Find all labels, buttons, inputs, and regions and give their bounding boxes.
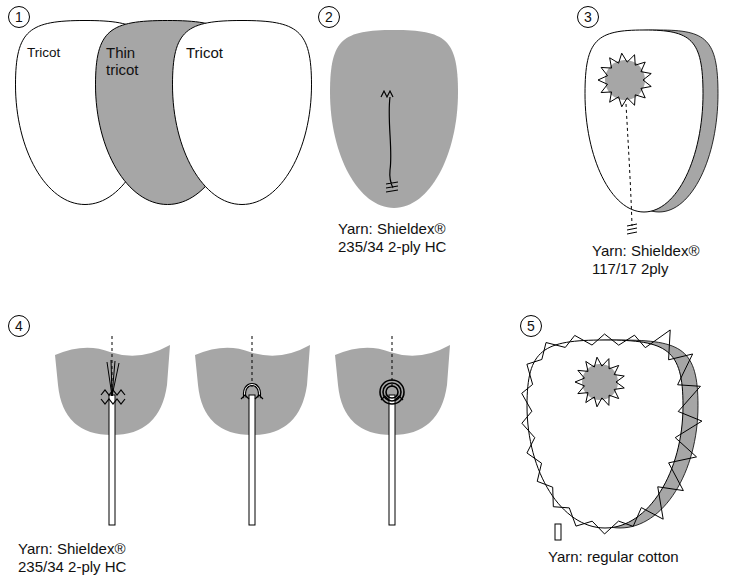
zigzag-stitch — [598, 53, 651, 107]
yarn-note: Yarn: Shieldex® 235/34 2-ply HC — [18, 540, 168, 576]
step-number: 3 — [577, 6, 599, 28]
thread-knot — [381, 396, 403, 400]
step-number: 5 — [520, 315, 542, 337]
step-number: 4 — [8, 315, 30, 337]
tricot-layer — [585, 30, 703, 212]
fabric-shape — [173, 21, 312, 205]
wire-lead — [389, 395, 395, 525]
layer-name: Tricot — [186, 44, 256, 61]
wire-lead — [109, 395, 115, 525]
thread-knot — [241, 395, 263, 399]
yarn-note: Yarn: Shieldex® 117/17 2ply — [592, 242, 727, 278]
yarn-note: Yarn: regular cotton — [548, 548, 728, 566]
thread-winding — [383, 383, 401, 401]
yarn-note: Yarn: Shieldex® 235/34 2-ply HC — [338, 220, 488, 256]
wire-lead — [249, 395, 255, 525]
thread-winding — [380, 380, 404, 404]
conductive-thread — [381, 91, 398, 192]
hidden-thread — [252, 336, 253, 388]
wire-lead — [555, 524, 561, 540]
whip-stitch — [522, 330, 702, 534]
layer-name: Tricot — [27, 44, 97, 61]
thread-knot — [627, 224, 637, 234]
thread-knot — [101, 390, 125, 404]
thread-winding — [386, 386, 398, 398]
fabric-layer: Tricot — [172, 20, 312, 205]
thin-tricot-layer — [330, 30, 458, 208]
zigzag-stitch — [575, 357, 624, 407]
step-number: 1 — [8, 6, 30, 28]
step-number: 2 — [318, 6, 340, 28]
layer-name: Thin tricot — [106, 44, 158, 78]
hidden-thread — [626, 104, 632, 226]
